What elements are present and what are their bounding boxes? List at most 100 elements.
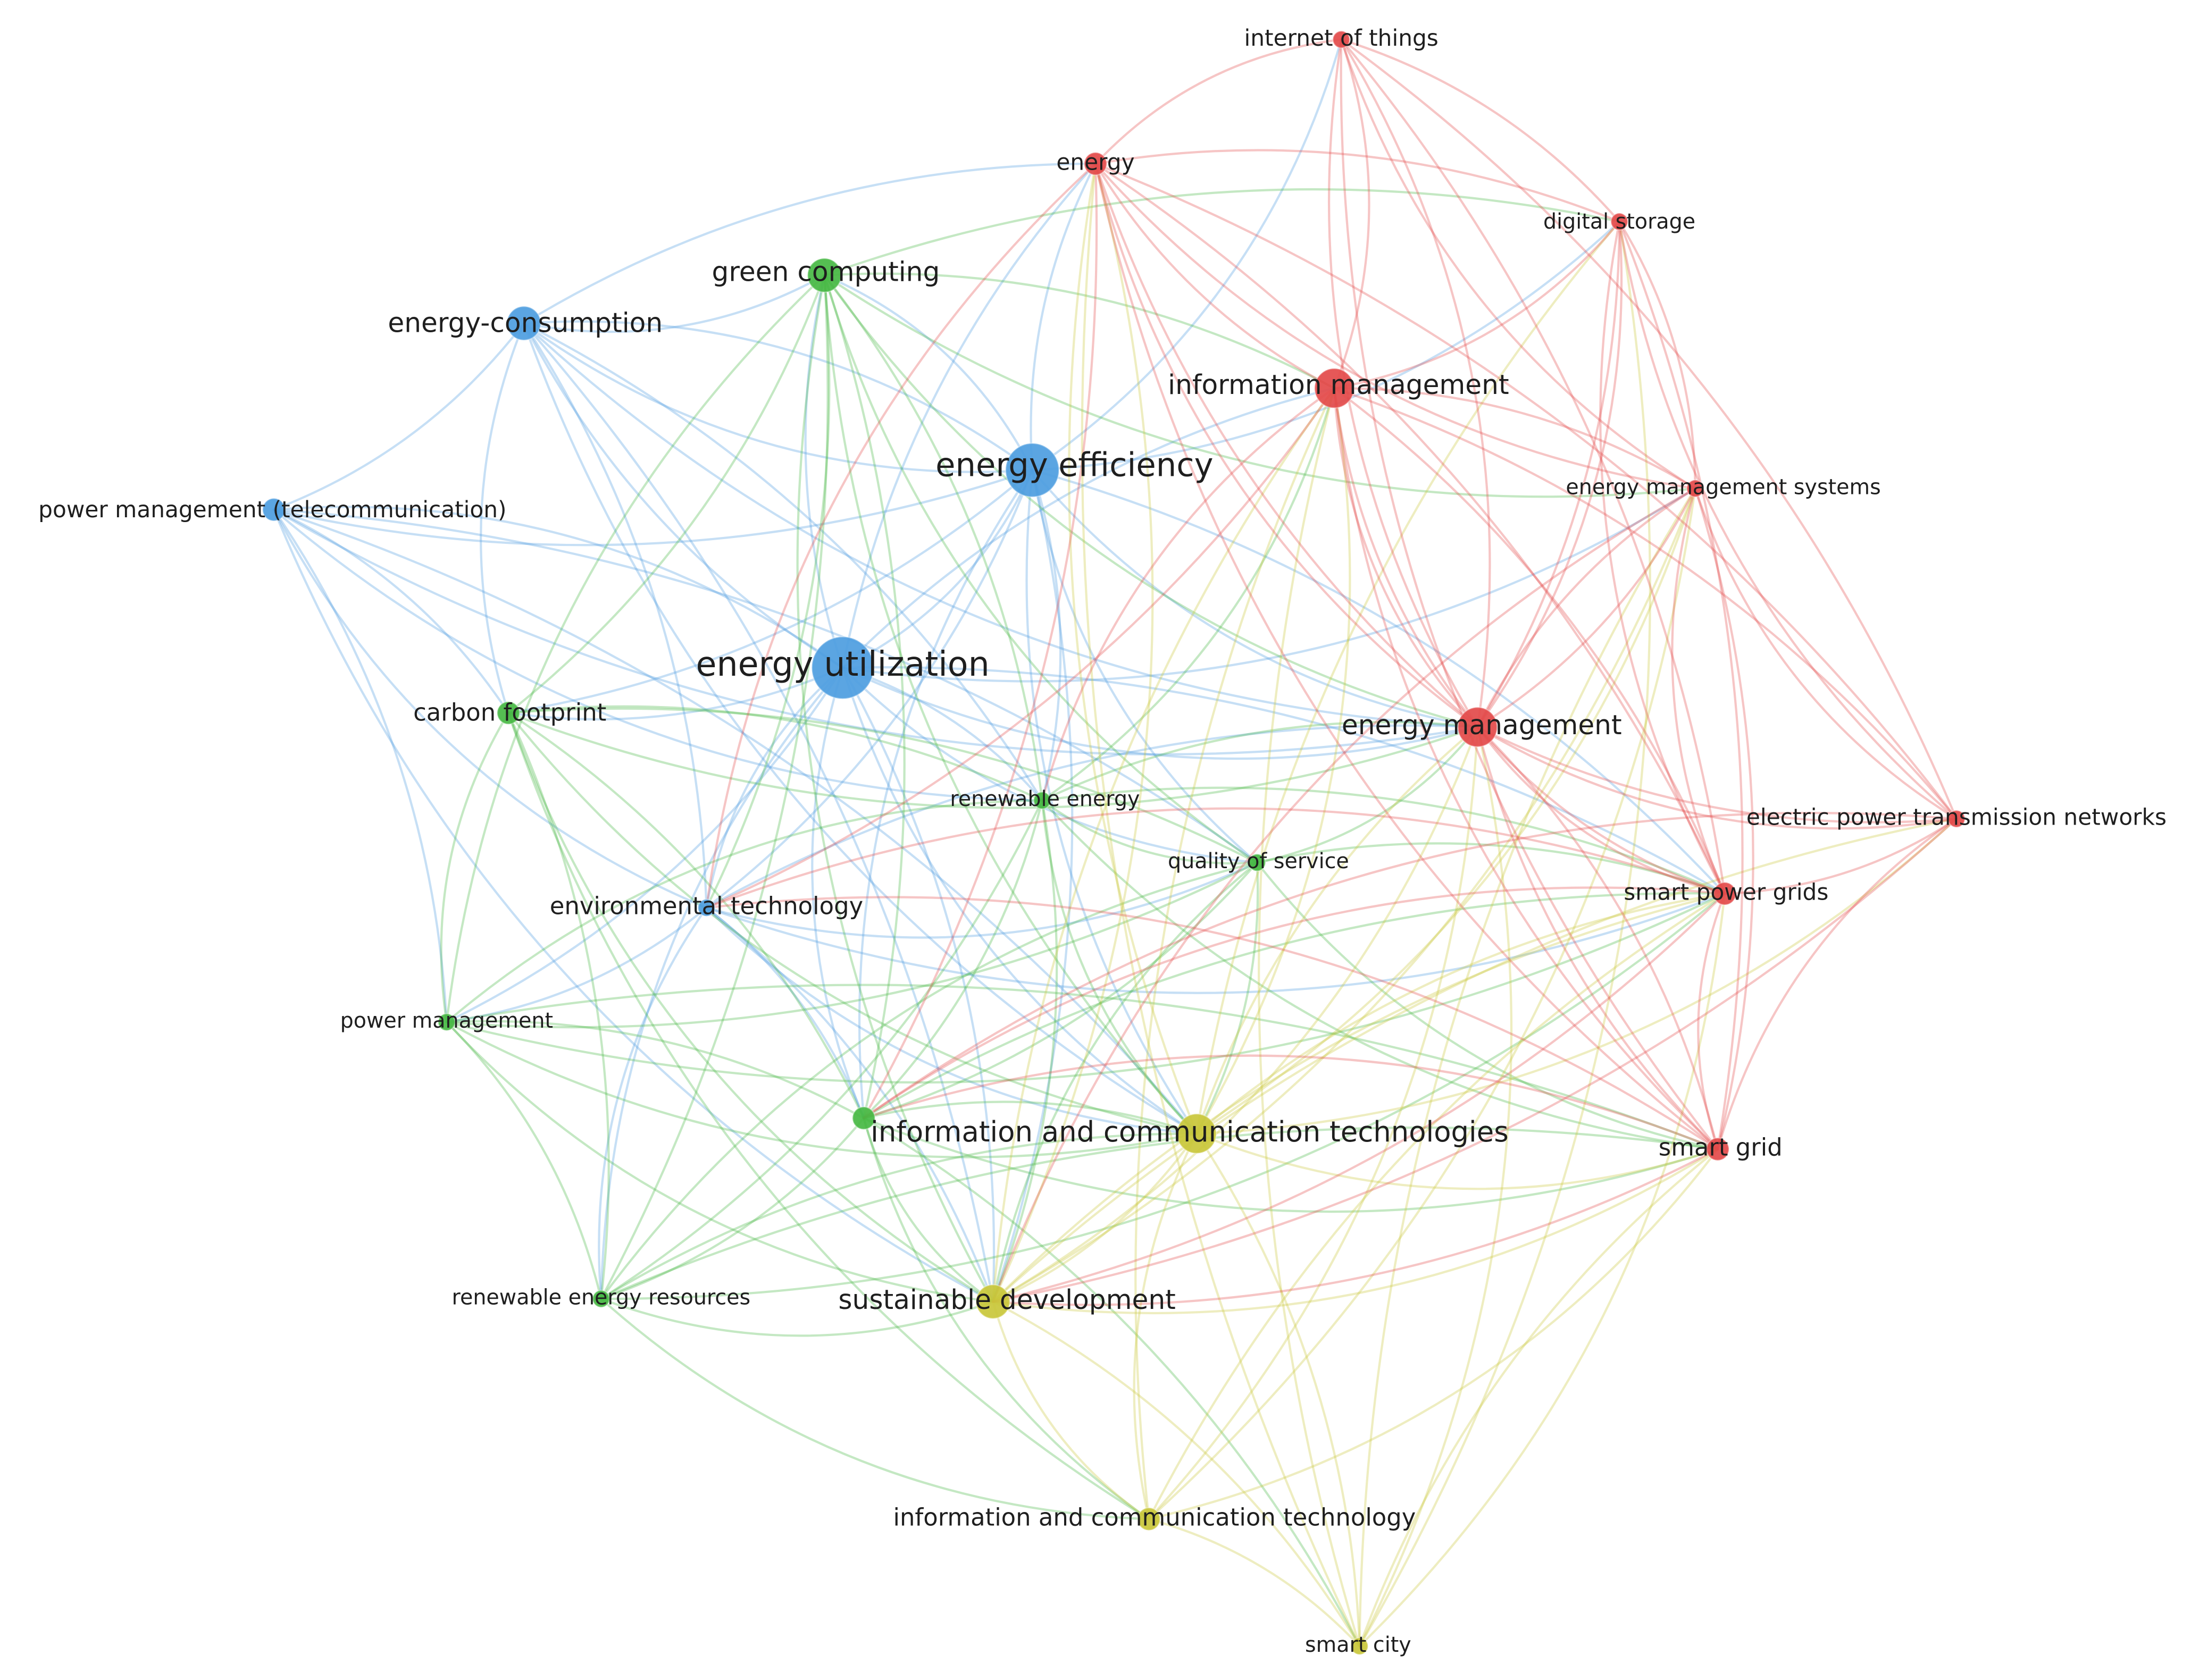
label-environmental-technology: environmental technology	[550, 892, 863, 920]
node-smart-city[interactable]	[1350, 1637, 1369, 1656]
edge-digital-storage-smart-power-grids	[1599, 220, 1726, 895]
edge-energy-consumption-energy-management	[522, 322, 1479, 728]
edge-carbon-footprint-ict-plural	[507, 711, 1198, 1135]
edge-energy-management-systems-smart-grid	[1694, 487, 1754, 1150]
edge-green-computing-energy-management	[823, 274, 1479, 728]
label-power-management-telecommunication: power management (telecommunication)	[38, 497, 506, 523]
edge-energy-efficiency-environmental-technology	[705, 469, 1034, 909]
edge-carbon-footprint-power-management	[440, 711, 510, 1023]
label-energy-utilization: energy utilization	[696, 644, 989, 684]
node-electric-power-transmission-networks[interactable]	[1947, 809, 1966, 828]
edge-ict-plural-smart-power-grids	[1195, 892, 1726, 1135]
edge-unlabelled-green-smart-power-grids	[863, 892, 1726, 1120]
edge-green-computing-information-management	[823, 272, 1336, 390]
edge-energy-smart-power-grids	[1094, 162, 1726, 895]
node-digital-storage[interactable]	[1610, 212, 1629, 231]
node-energy-utilization[interactable]	[811, 636, 875, 700]
node-ict-plural[interactable]	[1176, 1113, 1217, 1154]
edge-ict-plural-energy-management-systems	[1195, 487, 1696, 1135]
edge-electric-power-transmission-networks-smart-grid	[1716, 818, 1958, 1150]
node-renewable-energy[interactable]	[1033, 791, 1051, 810]
edge-power-management-renewable-energy-resources	[445, 1021, 603, 1300]
edges-layer	[272, 38, 1958, 1648]
node-carbon-footprint[interactable]	[496, 701, 521, 725]
edge-electric-power-transmission-networks-sustainable-development	[992, 818, 1958, 1303]
label-internet-of-things: internet of things	[1244, 25, 1439, 51]
edge-unlabelled-green-renewable-energy-resources	[600, 1117, 865, 1300]
edge-information-management-environmental-technology	[705, 387, 1336, 909]
node-energy-consumption[interactable]	[506, 305, 542, 341]
node-renewable-energy-resources[interactable]	[592, 1289, 611, 1308]
edge-energy-utilization-carbon-footprint	[507, 666, 844, 721]
edge-green-computing-quality-of-service	[823, 274, 1258, 864]
node-power-management[interactable]	[437, 1013, 456, 1031]
edge-environmental-technology-unlabelled-green	[705, 906, 865, 1120]
label-information-management: information management	[1168, 369, 1509, 400]
edge-energy-efficiency-carbon-footprint	[507, 469, 1034, 715]
label-sustainable-development: sustainable development	[838, 1284, 1175, 1315]
edge-ict-plural-electric-power-transmission-networks	[1195, 818, 1958, 1135]
edge-smart-city-digital-storage	[1358, 220, 1651, 1648]
edge-energy-utilization-environmental-technology	[705, 666, 844, 909]
edge-internet-of-things-digital-storage	[1340, 38, 1621, 223]
edge-energy-consumption-power-management-telecommunication	[272, 322, 525, 511]
edge-energy-unlabelled-green	[863, 162, 1098, 1120]
node-quality-of-service[interactable]	[1248, 853, 1266, 872]
edge-power-management-telecommunication-renewable-energy	[272, 508, 1043, 802]
edge-quality-of-service-energy-management	[1256, 726, 1479, 864]
edge-energy-utilization-unlabelled-green	[811, 666, 865, 1120]
edge-sustainable-development-energy	[992, 162, 1154, 1303]
node-energy[interactable]	[1083, 152, 1108, 176]
edge-energy-efficiency-green-computing	[823, 274, 1034, 472]
edge-energy-management-systems-electric-power-transmission-networks	[1694, 487, 1958, 820]
edge-energy-consumption-renewable-energy	[522, 322, 1043, 802]
node-smart-grid[interactable]	[1705, 1137, 1730, 1162]
edge-green-computing-sustainable-development	[796, 274, 994, 1303]
edge-environmental-technology-smart-power-grids	[705, 892, 1726, 994]
edge-quality-of-service-renewable-energy-resources	[600, 861, 1258, 1300]
node-internet-of-things[interactable]	[1332, 30, 1351, 49]
edge-digital-storage-energy-management-systems	[1618, 220, 1696, 490]
node-environmental-technology[interactable]	[697, 898, 716, 917]
label-energy-efficiency: energy efficiency	[935, 446, 1213, 484]
edge-power-management-telecommunication-quality-of-service	[272, 508, 1258, 864]
node-sustainable-development[interactable]	[975, 1284, 1011, 1320]
edge-information-management-smart-power-grids	[1333, 387, 1726, 895]
label-carbon-footprint: carbon footprint	[413, 699, 606, 727]
edge-information-management-renewable-energy	[1041, 387, 1336, 802]
edge-ict-plural-energy-management	[1195, 726, 1479, 1135]
edge-energy-consumption-energy	[522, 162, 1097, 325]
edge-energy-utilization-quality-of-service	[841, 666, 1258, 864]
edge-environmental-technology-ict-plural	[705, 906, 1198, 1135]
node-information-management[interactable]	[1314, 367, 1355, 409]
edge-energy-management-systems-sustainable-development	[992, 487, 1696, 1303]
edge-renewable-energy-ict-plural	[1041, 799, 1198, 1135]
edge-smart-city-energy-management-systems	[1358, 487, 1696, 1648]
node-green-computing[interactable]	[807, 257, 842, 293]
edge-environmental-technology-power-management	[445, 906, 708, 1023]
node-energy-efficiency[interactable]	[1005, 442, 1060, 498]
edge-smart-city-energy-management	[1358, 726, 1513, 1648]
node-power-management-telecommunication[interactable]	[262, 498, 286, 522]
edge-quality-of-service-ict-plural	[1195, 861, 1259, 1135]
edge-energy-management-information-management	[1333, 387, 1479, 728]
edge-energy-utilization-power-management	[445, 666, 844, 1023]
node-smart-power-grids[interactable]	[1712, 881, 1737, 906]
edge-energy-utilization-energy-management	[841, 666, 1479, 760]
label-electric-power-transmission-networks: electric power transmission networks	[1746, 804, 2167, 830]
node-energy-management[interactable]	[1457, 707, 1498, 748]
label-ict-singular: information and communication technology	[893, 1503, 1416, 1531]
edge-smart-grid-energy-management	[1476, 726, 1719, 1150]
node-energy-management-systems[interactable]	[1686, 479, 1704, 498]
node-ict-singular[interactable]	[1136, 1507, 1161, 1531]
node-unlabelled-green[interactable]	[851, 1106, 876, 1130]
edge-energy-environmental-technology	[705, 162, 1097, 909]
edge-renewable-energy-resources-ict-singular	[600, 1297, 1150, 1521]
edge-energy-management-smart-power-grids	[1476, 726, 1726, 895]
edge-energy-efficiency-energy-consumption	[522, 320, 1034, 472]
edge-internet-of-things-electric-power-transmission-networks	[1340, 38, 1958, 820]
edge-smart-grid-unlabelled-green	[863, 1054, 1719, 1150]
edge-sustainable-development-energy-management-systems	[992, 487, 1696, 1303]
edge-energy-energy-management	[1094, 162, 1479, 728]
edge-information-management-energy	[1094, 162, 1336, 390]
